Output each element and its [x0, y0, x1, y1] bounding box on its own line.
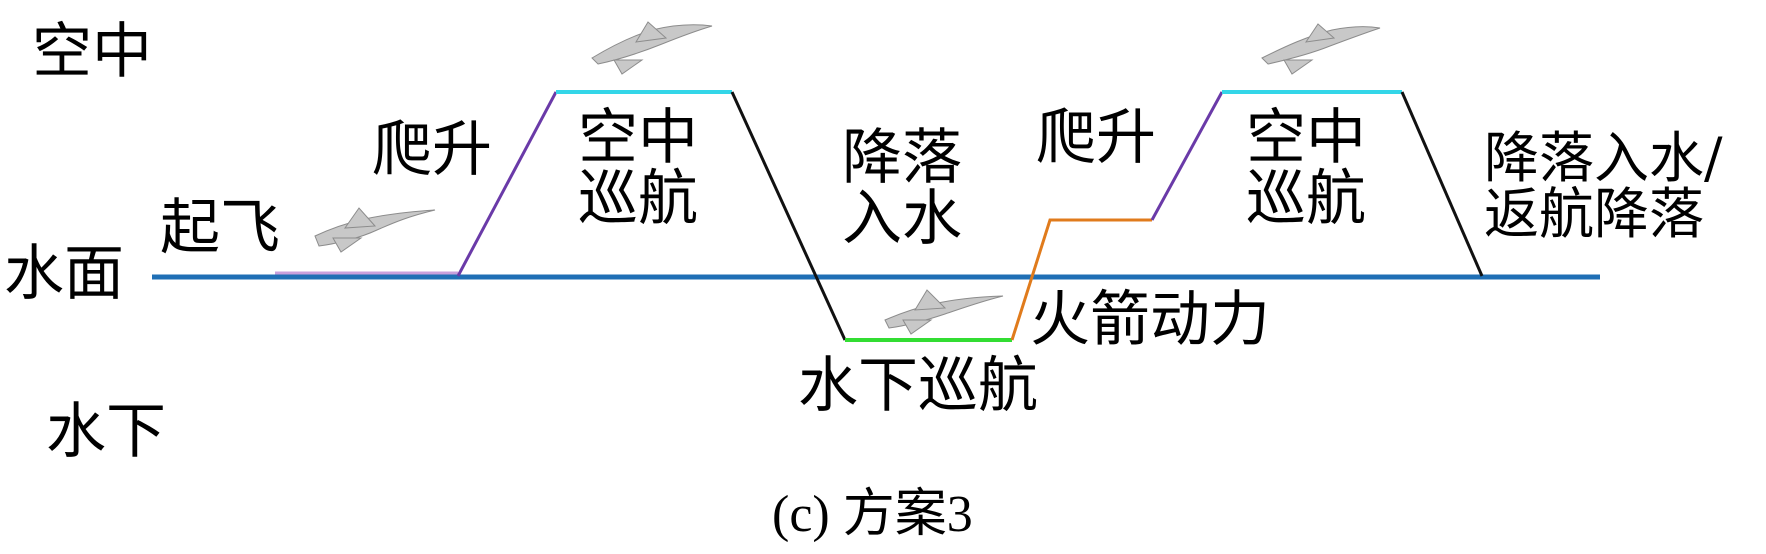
zone-label-underwater: 水下: [46, 397, 166, 467]
phase-label-takeoff: 起飞: [160, 193, 280, 263]
phase-label-air-cruise-2: 空中 巡航: [1246, 103, 1366, 235]
aircraft-icon: [591, 21, 713, 75]
climb-segment-1: [456, 91, 558, 277]
descent-segment-1: [730, 91, 847, 341]
rocket-power-segment: [1010, 218, 1152, 341]
aircraft-icon: [314, 207, 436, 253]
zone-label-air: 空中: [32, 17, 152, 87]
figure-caption: (c) 方案3: [772, 486, 973, 543]
phase-label-air-cruise-1: 空中 巡航: [578, 103, 698, 235]
phase-label-climb-1: 爬升: [372, 115, 492, 185]
climb-segment-2: [1150, 91, 1224, 221]
aircraft-icon: [884, 289, 1004, 335]
phase-label-rocket-power: 火箭动力: [1030, 285, 1270, 355]
aircraft-icon: [1261, 23, 1381, 75]
phase-label-climb-2: 爬升: [1036, 103, 1156, 173]
phase-label-descend-dive: 降落 入水: [842, 123, 962, 255]
phase-label-final-descent: 降落入水/ 返航降落: [1484, 126, 1723, 247]
zone-label-surface: 水面: [4, 239, 124, 309]
descent-segment-2: [1400, 91, 1484, 277]
phase-label-underwater-cruise: 水下巡航: [798, 351, 1038, 421]
